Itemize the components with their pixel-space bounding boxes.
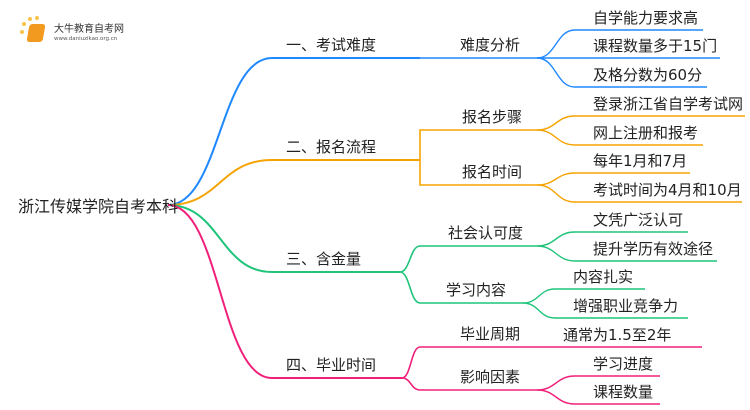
logo-dot	[22, 22, 26, 26]
leaf-line	[536, 375, 660, 391]
sub-branch-node[interactable]: 学习内容	[446, 281, 507, 299]
leaf-node[interactable]: 提升学历有效途径	[593, 240, 714, 258]
leaf-line	[536, 115, 745, 131]
leaf-node[interactable]: 自学能力要求高	[593, 9, 699, 27]
root-node[interactable]: 浙江传媒学院自考本科	[18, 197, 179, 216]
leaf-line	[536, 231, 688, 247]
sub-branch-node[interactable]: 报名步骤	[462, 108, 523, 126]
branch-line	[167, 159, 420, 206]
sub-branch-node[interactable]: 社会认可度	[448, 224, 524, 242]
leaf-node[interactable]: 登录浙江省自学考试网	[593, 95, 744, 113]
branch-node[interactable]: 四、毕业时间	[286, 356, 377, 374]
sub-branch-line	[399, 271, 523, 304]
logo-dot	[20, 30, 24, 34]
leaf-node[interactable]: 网上注册和报考	[593, 124, 699, 142]
leaf-line	[536, 184, 742, 203]
branch-node[interactable]: 二、报名流程	[286, 138, 377, 156]
leaf-line	[536, 129, 703, 146]
logo: 大牛教育自考网 www.daniuzikao.org.cn	[20, 16, 160, 50]
logo-dot	[35, 16, 39, 20]
branch-node[interactable]: 一、考试难度	[286, 36, 377, 54]
leaf-line	[536, 172, 690, 186]
leaf-line	[536, 389, 660, 405]
leaf-node[interactable]: 每年1月和7月	[593, 152, 688, 170]
leaf-node[interactable]: 课程数量多于15门	[593, 37, 718, 55]
branch-line	[167, 204, 400, 273]
logo-name: 大牛教育自考网	[54, 24, 124, 35]
leaf-line	[522, 288, 645, 304]
leaf-node[interactable]: 内容扎实	[573, 268, 634, 286]
logo-url: www.daniuzikao.org.cn	[54, 36, 118, 42]
logo-dot	[28, 17, 32, 21]
leaf-node[interactable]: 考试时间为4月和10月	[593, 181, 742, 199]
sub-branch-line	[401, 377, 537, 391]
branch-line	[167, 57, 420, 206]
leaf-node[interactable]: 通常为1.5至2年	[563, 326, 672, 344]
branch-line	[167, 204, 402, 379]
leaf-node[interactable]: 文凭广泛认可	[593, 211, 684, 229]
leaf-line	[536, 29, 703, 59]
leaf-line	[536, 245, 717, 262]
branch-node[interactable]: 三、含金量	[286, 250, 362, 268]
sub-branch-line	[419, 159, 537, 186]
leaf-node[interactable]: 及格分数为60分	[593, 66, 703, 84]
leaf-node[interactable]: 课程数量	[593, 383, 654, 401]
sub-branch-node[interactable]: 难度分析	[460, 36, 521, 54]
leaf-node[interactable]: 学习进度	[593, 355, 654, 373]
sub-branch-line	[419, 129, 537, 161]
leaf-node[interactable]: 增强职业竞争力	[573, 297, 679, 315]
sub-branch-node[interactable]: 影响因素	[460, 368, 521, 386]
sub-branch-node[interactable]: 报名时间	[462, 163, 523, 181]
sub-branch-line	[401, 346, 545, 379]
leaf-line	[522, 302, 688, 319]
sub-branch-node[interactable]: 毕业周期	[460, 325, 521, 343]
sub-branch-line	[399, 245, 537, 273]
leaf-line	[536, 57, 707, 88]
